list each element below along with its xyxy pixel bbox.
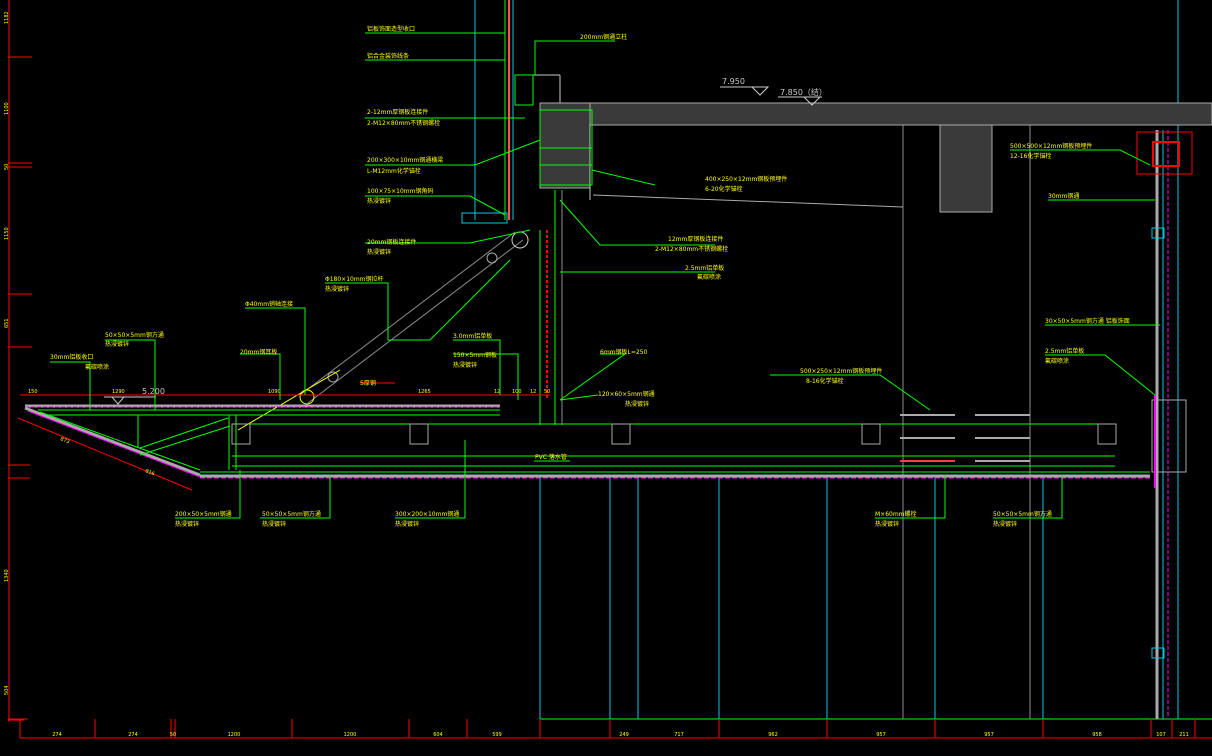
annotation: 50×50×5mm钢方通 [105,331,164,339]
annotation: 2.5mm铝单板 [1045,347,1084,355]
bottom-dim-label: 211 [1179,732,1189,738]
canopy-dimensions: 150 1290 1090 1265 12 100 12 50 873 816 [28,389,550,477]
annotation: 热浸镀锌 [325,285,349,293]
annotation: 20mm钢耳板 [240,348,277,356]
left-dim-label: 1100 [4,102,10,115]
annotation: 铝板饰面造型收口 [367,25,415,33]
annotation: 50×50×5mm钢方通 [993,510,1052,518]
elevation-top-structure: 7.850（结） [780,87,827,97]
annotation: 热浸镀锌 [175,520,199,528]
bottom-dim-label: 274 [128,732,138,738]
annotation: 2-M12×80mm不锈钢螺栓 [655,245,728,253]
bottom-dim-label: 599 [492,732,502,738]
left-dim-label: 504 [4,685,10,695]
annotation: 400×250×12mm钢板预埋件 [705,175,787,183]
annotation: L-M12mm化学锚栓 [367,167,421,175]
annotation: Φ180×10mm钢拉杆 [325,275,384,283]
annotation: 氟碳喷涂 [85,363,109,371]
dim-label: 12 [530,389,536,395]
dim-label: 1265 [418,389,431,395]
leader-lines [50,32,1160,519]
annotation: 6mm钢板L=250 [600,348,648,356]
annotation: 200×300×10mm钢通横梁 [367,156,443,164]
dim-label: 1090 [268,389,281,395]
bottom-dim-label: 1200 [344,732,357,738]
bottom-dim-label: 1200 [228,732,241,738]
annotation: Φ40mm销轴连接 [245,300,293,308]
annotation: 2.5mm铝单板 [685,264,724,272]
bottom-dim-label: 274 [52,732,62,738]
annotation: 热浸镀锌 [395,520,419,528]
right-curtain-wall [1136,130,1193,719]
annotation: 300×200×10mm钢通 [395,510,459,518]
annotation: 150×5mm钢板 [453,351,497,359]
vertical-mullion-lines [474,0,1179,719]
annotation: 100×75×10mm钢角码 [367,187,433,195]
dim-label: 873 [59,436,70,445]
annotation: 200mm钢通立柱 [580,33,627,41]
left-dim-label: 1340 [4,569,10,582]
bottom-dim-label: 249 [619,732,629,738]
annotation-labels: 铝板饰面造型收口 铝合金装饰线条 200mm钢通立柱 2-12mm厚钢板连接件 … [50,25,1130,528]
annotation: PVC 落水管 [535,453,567,461]
annotation: 热浸镀锌 [262,520,286,528]
annotation: 8-16化学锚栓 [806,377,844,385]
annotation: 12mm厚钢板连接件 [668,235,723,243]
left-dim-label: 1150 [4,227,10,240]
bottom-dim-label: 962 [768,732,778,738]
annotation: 20mm钢板连接件 [367,238,416,246]
annotation: 热浸镀锌 [367,248,391,256]
dim-label: 1290 [112,389,125,395]
annotation: 氟碳喷涂 [1045,357,1069,365]
annotation: 2-12mm厚钢板连接件 [367,108,428,116]
canopy-frame [17,382,1150,491]
annotation: 120×60×5mm钢通 [598,390,655,398]
annotation: 50×50×5mm钢方通 [262,510,321,518]
annotation: 3.0mm铝单板 [453,332,492,340]
curtain-wall-mullion [461,0,593,425]
annotation: 氟碳喷涂 [697,273,721,281]
annotation: 热浸镀锌 [993,520,1017,528]
bottom-dim-label: 50 [170,732,176,738]
elevation-marks: 7.950 7.850（结） 5.200 [104,77,827,405]
bottom-dim-label: 957 [984,732,994,738]
annotation: 500×250×12mm钢板预埋件 [800,367,882,375]
bottom-dimension-chain: 274 274 50 1200 1200 604 599 249 717 962… [8,718,1212,739]
elevation-top-finish: 7.950 [722,77,745,86]
annotation: 热浸镀锌 [625,400,649,408]
annotation: 30mm铝板收口 [50,353,93,361]
left-dim-label: 651 [4,318,10,328]
annotation: 30×50×5mm钢方通 铝板饰面 [1045,317,1130,325]
annotation: 30mm钢通 [1048,192,1079,200]
concrete-slab [530,74,1212,213]
annotation: M×60mm螺栓 [875,510,917,518]
bottom-dim-label: 107 [1156,732,1166,738]
annotation: 铝合金装饰线条 [367,52,409,60]
annotation: 6-20化学锚栓 [705,185,743,193]
left-dimension-chain: 1182 1100 50 1150 651 1340 504 [4,0,32,722]
annotation: 5厚钢 [360,379,376,387]
elevation-canopy: 5.200 [142,387,165,396]
annotation: 2-M12×80mm不锈钢螺栓 [367,119,440,127]
dim-label: 150 [28,389,38,395]
tie-rod [237,231,529,431]
dim-label: 12 [494,389,500,395]
left-dim-label: 50 [4,164,10,170]
annotation: 12-16化学锚栓 [1010,152,1051,160]
annotation: 热浸镀锌 [875,520,899,528]
dim-label: 50 [544,389,550,395]
annotation: 热浸镀锌 [367,197,391,205]
annotation: 200×50×5mm钢通 [175,510,232,518]
dim-label: 100 [512,389,522,395]
annotation: 500×500×12mm钢板预埋件 [1010,142,1092,150]
annotation: 热浸镀锌 [453,361,477,369]
dim-label: 816 [144,468,155,477]
bottom-dim-label: 717 [674,732,684,738]
bottom-dim-label: 957 [876,732,886,738]
left-dim-label: 1182 [4,11,10,24]
bottom-dim-label: 604 [433,732,443,738]
annotation: 热浸镀锌 [105,340,129,348]
bottom-dim-label: 958 [1092,732,1102,738]
